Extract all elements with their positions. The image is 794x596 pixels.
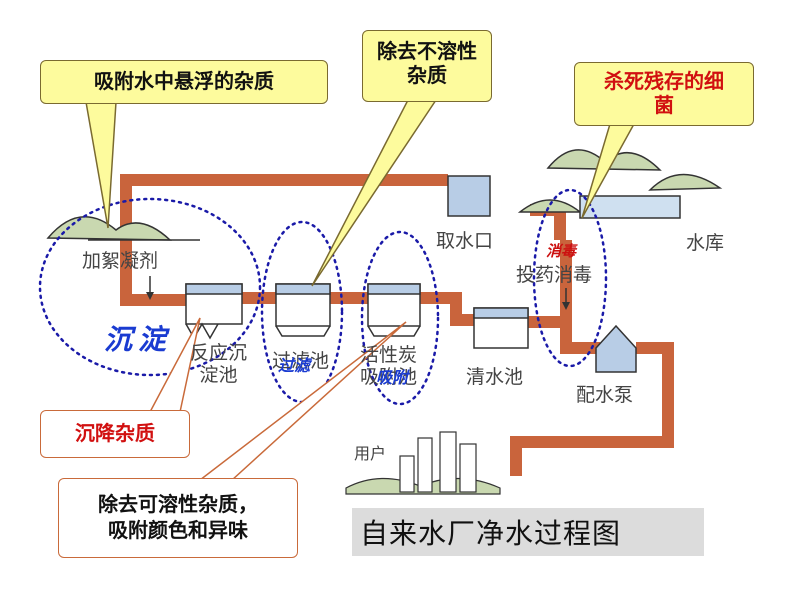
label-add-disinfectant: 投药消毒 xyxy=(516,264,593,286)
annotation-precipitation: 沉淀 xyxy=(104,323,173,356)
label-water-intake: 取水口 xyxy=(436,230,494,252)
callout-remove-insoluble-line1: 除去不溶性 xyxy=(377,39,477,63)
callout-kill-bacteria-line2: 菌 xyxy=(654,93,674,117)
hills-left xyxy=(46,216,200,241)
label-sedimentation-line2: 淀池 xyxy=(199,364,238,386)
label-user: 用户 xyxy=(354,444,387,463)
sedimentation-tank xyxy=(185,283,243,340)
label-filter-pool: 过滤池 xyxy=(272,350,330,372)
label-sedimentation: 反应沉 淀池 xyxy=(190,342,247,386)
callout-settle-impurities: 沉降杂质 xyxy=(40,410,190,458)
callout-kill-bacteria: 杀死残存的细 菌 xyxy=(574,62,754,126)
annotation-adsorption: 吸附 xyxy=(376,368,409,387)
label-coagulant: 加絮凝剂 xyxy=(82,250,159,272)
filter-pool-tank xyxy=(275,283,331,337)
carbon-pool-tank xyxy=(367,283,421,337)
label-distribution-pump: 配水泵 xyxy=(576,384,634,406)
carbon-circle xyxy=(360,230,440,406)
label-clean-water-pool: 清水池 xyxy=(466,366,524,388)
label-carbon-pool-line2: 吸附池 xyxy=(360,366,418,388)
label-carbon-pool: 活性炭 吸附池 xyxy=(360,344,417,388)
distribution-pump xyxy=(595,324,637,373)
sedimentation-circle xyxy=(38,197,262,377)
callout-adsorb-suspended: 吸附水中悬浮的杂质 xyxy=(40,60,328,104)
disinfect-arrow xyxy=(562,288,570,310)
dotted-circles xyxy=(38,188,608,406)
callout-remove-soluble-line1: 除去可溶性杂质， xyxy=(98,492,258,516)
callout-adsorb-suspended-text: 吸附水中悬浮的杂质 xyxy=(94,69,274,93)
callout-pointers xyxy=(85,99,636,481)
disinfect-circle xyxy=(532,188,608,368)
callout-remove-soluble: 除去可溶性杂质， 吸附颜色和异味 xyxy=(58,478,298,558)
annotation-disinfection: 消毒 xyxy=(546,242,577,260)
label-sedimentation-line1: 反应沉 xyxy=(190,342,248,364)
clean-water-tank xyxy=(473,307,529,349)
callout-remove-insoluble: 除去不溶性 杂质 xyxy=(362,30,492,102)
callout-remove-insoluble-line2: 杂质 xyxy=(407,63,447,87)
water-intake-box xyxy=(447,175,491,217)
annotation-filtration: 过滤 xyxy=(278,356,311,375)
title-background xyxy=(352,508,704,556)
callout-settle-impurities-text: 沉降杂质 xyxy=(75,421,155,445)
pipe-network xyxy=(120,174,674,476)
callout-kill-bacteria-line1: 杀死残存的细 xyxy=(604,69,724,93)
callout-remove-soluble-line2: 吸附颜色和异味 xyxy=(108,518,248,542)
label-reservoir: 水库 xyxy=(686,232,725,254)
user-buildings xyxy=(345,431,501,495)
hills-reservoir xyxy=(517,149,723,219)
diagram-title: 自来水厂净水过程图 xyxy=(360,517,622,550)
label-carbon-pool-line1: 活性炭 xyxy=(360,344,418,366)
coagulant-arrow xyxy=(146,276,154,300)
